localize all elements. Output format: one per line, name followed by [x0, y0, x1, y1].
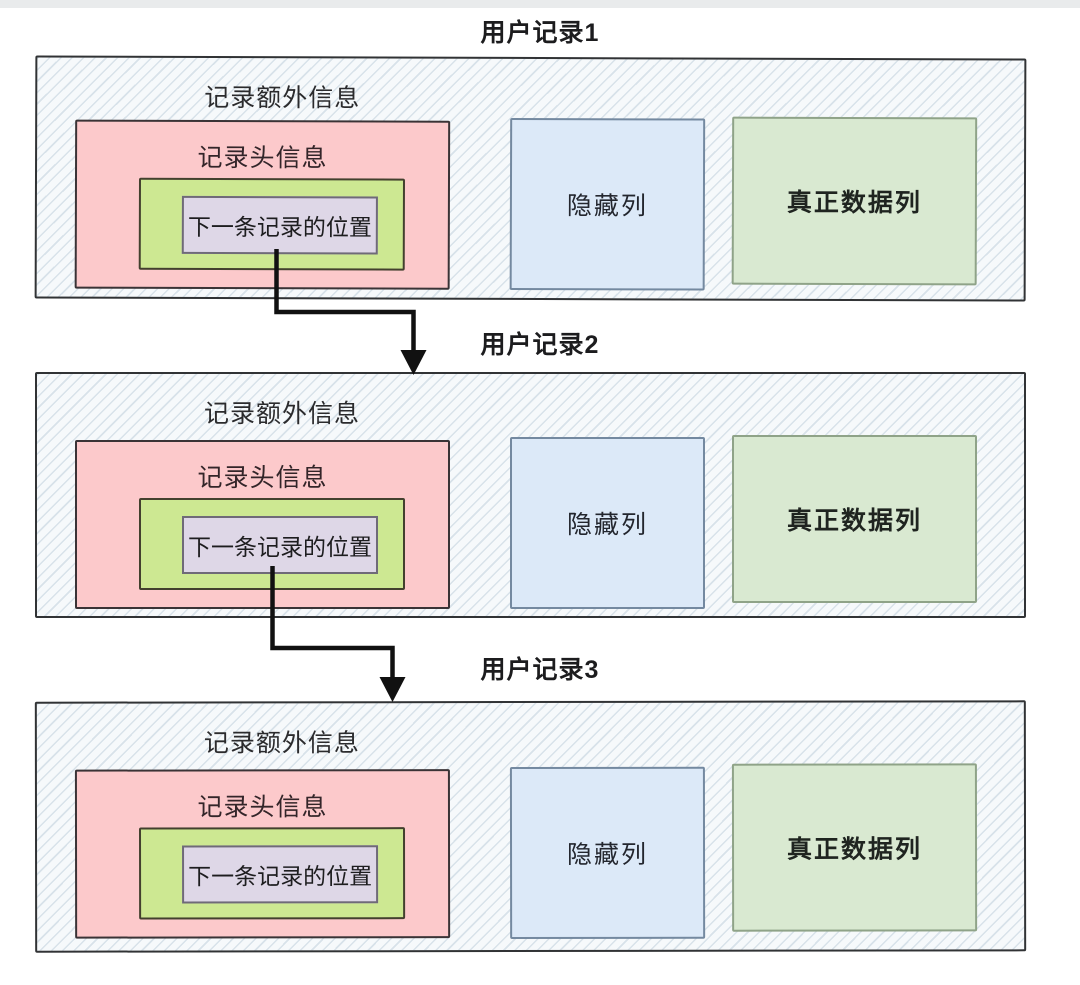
record-1-position-box: 下一条记录的位置 — [181, 195, 378, 255]
record-1-extra-box: 记录额外信息 记录头信息 下一条记录的位置 隐藏列 真正数据列 — [34, 55, 1027, 302]
record-3-hidden-label: 隐藏列 — [567, 840, 649, 869]
record-3-hidden-columns-box: 隐藏列 — [509, 766, 706, 940]
record-3-data-label: 真正数据列 — [786, 835, 923, 864]
record-3-position-label: 下一条记录的位置 — [188, 863, 373, 890]
record-1-header-label: 记录头信息 — [197, 143, 328, 173]
record-2-header-label: 记录头信息 — [197, 464, 328, 492]
record-1-title: 用户记录1 — [480, 19, 600, 47]
record-2-hidden-label: 隐藏列 — [566, 511, 648, 539]
record-1-header-inner-box: 下一条记录的位置 — [138, 177, 405, 271]
record-2-extra-label: 记录额外信息 — [203, 400, 360, 428]
record-2-hidden-columns-box: 隐藏列 — [510, 437, 705, 609]
record-2-extra-box: 记录额外信息 记录头信息 下一条记录的位置 隐藏列 真正数据列 — [35, 372, 1026, 618]
record-2-position-label: 下一条记录的位置 — [188, 534, 372, 560]
record-1-real-data-columns-box: 真正数据列 — [731, 116, 978, 286]
top-strip — [0, 0, 1080, 8]
record-3-header-inner-box: 下一条记录的位置 — [139, 827, 406, 920]
record-3-real-data-columns-box: 真正数据列 — [731, 763, 978, 932]
record-3-header-label: 记录头信息 — [197, 793, 328, 822]
record-3-header-box: 记录头信息 下一条记录的位置 — [74, 769, 451, 939]
record-3-position-box: 下一条记录的位置 — [182, 845, 379, 904]
record-3-extra-box: 记录额外信息 记录头信息 下一条记录的位置 隐藏列 真正数据列 — [34, 700, 1027, 953]
record-1-extra-label: 记录额外信息 — [204, 83, 361, 113]
record-1-position-label: 下一条记录的位置 — [187, 213, 372, 241]
record-1-hidden-label: 隐藏列 — [566, 192, 648, 221]
record-2-real-data-columns-box: 真正数据列 — [732, 435, 977, 603]
record-1-header-box: 记录头信息 下一条记录的位置 — [74, 119, 451, 290]
record-3-extra-label: 记录额外信息 — [203, 729, 360, 758]
record-3-title: 用户记录3 — [480, 656, 600, 684]
record-2-data-label: 真正数据列 — [786, 507, 922, 535]
record-1-data-label: 真正数据列 — [786, 188, 922, 218]
record-2-position-box: 下一条记录的位置 — [182, 516, 378, 574]
record-2-title: 用户记录2 — [480, 331, 600, 359]
record-1-hidden-columns-box: 隐藏列 — [509, 117, 706, 291]
record-2-header-inner-box: 下一条记录的位置 — [139, 498, 405, 590]
record-2-header-box: 记录头信息 下一条记录的位置 — [75, 440, 450, 609]
